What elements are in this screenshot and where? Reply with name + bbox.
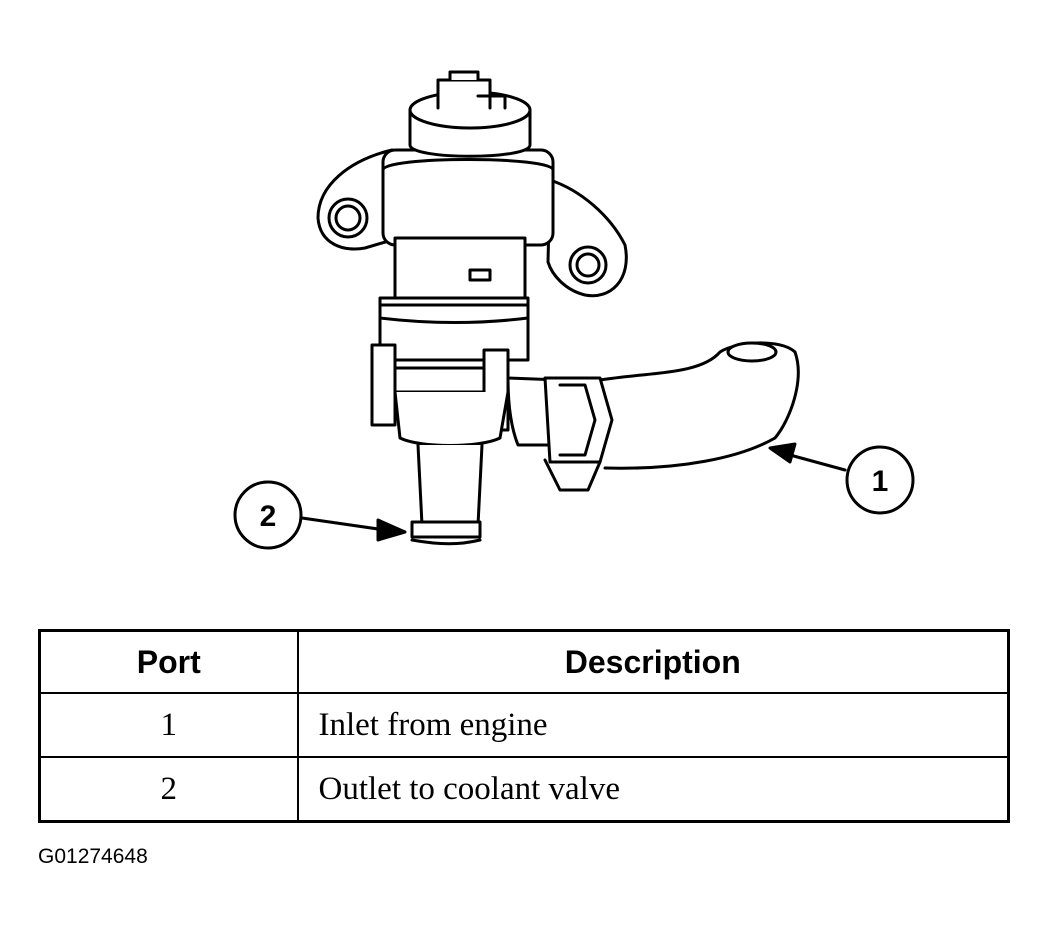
- table-row: 1 Inlet from engine: [38, 692, 1010, 758]
- description-cell: Inlet from engine: [296, 692, 1010, 758]
- port-header: Port: [38, 629, 299, 694]
- description-header: Description: [296, 629, 1010, 694]
- callout-1: 1: [768, 442, 915, 515]
- outlet-pipe: [410, 443, 484, 546]
- callout-2: 2: [233, 480, 407, 550]
- description-cell: Outlet to coolant valve: [296, 756, 1010, 823]
- callout-2-label: 2: [260, 500, 277, 533]
- port-table: Port Description 1 Inlet from engine 2 O…: [38, 629, 1010, 823]
- table-row: 2 Outlet to coolant valve: [38, 756, 1010, 823]
- callout-1-label: 1: [872, 465, 889, 498]
- clamp-assembly: [370, 343, 510, 447]
- port-cell: 1: [38, 692, 299, 758]
- inlet-hose: [598, 341, 800, 470]
- table-header-row: Port Description: [38, 629, 1010, 694]
- side-connector: [506, 376, 614, 492]
- mounting-bracket: [316, 148, 628, 298]
- figure-id: G01274648: [38, 845, 148, 868]
- valve-body: [378, 70, 555, 362]
- port-cell: 2: [38, 756, 299, 823]
- coolant-valve-illustration: 1 2: [233, 70, 915, 550]
